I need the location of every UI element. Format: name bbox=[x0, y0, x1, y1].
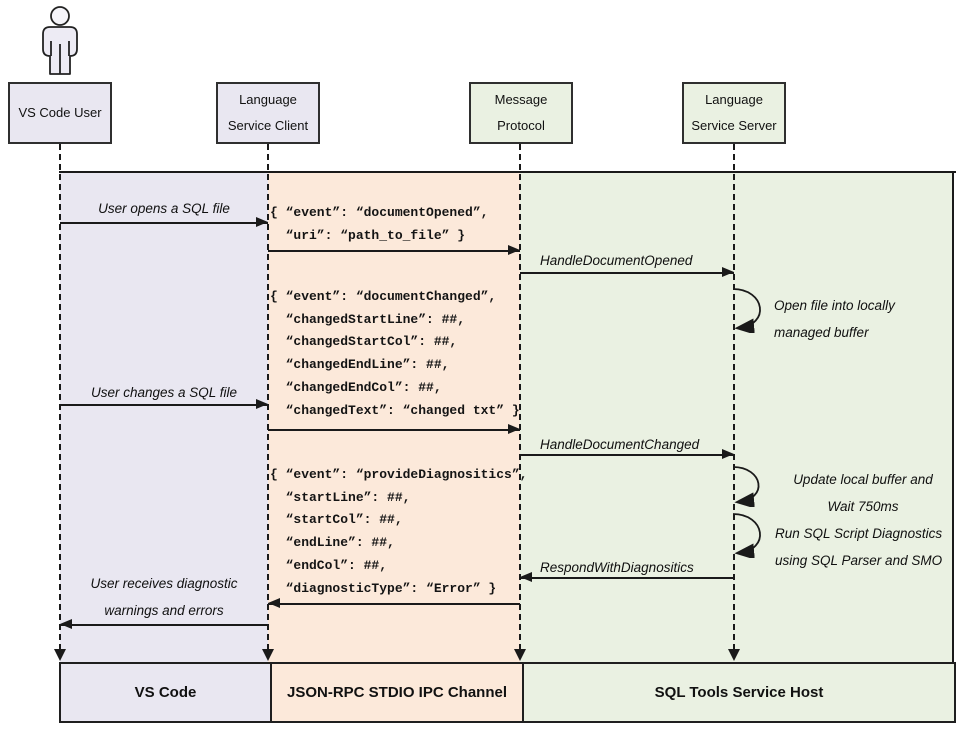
participant-language-service-client: Language Service Client bbox=[216, 82, 320, 144]
arrowhead-right-icon bbox=[722, 449, 734, 459]
payload-document-opened: { “event”: “documentOpened”, “uri”: “pat… bbox=[270, 205, 489, 243]
arrowhead-left-icon bbox=[60, 619, 72, 629]
lifeline-end-arrow-icon bbox=[514, 649, 526, 661]
lane-ipc-channel bbox=[268, 172, 520, 662]
self-loop-update-buffer bbox=[732, 466, 760, 507]
arrow-client-to-protocol-change bbox=[268, 424, 520, 434]
participant-message-protocol: Message Protocol bbox=[469, 82, 573, 144]
lifeline-end-arrow-icon bbox=[728, 649, 740, 661]
message-label-user-opens-file: User opens a SQL file bbox=[98, 201, 230, 216]
activity-label-run-diagnostics: Run SQL Script Diagnostics using SQL Par… bbox=[775, 526, 943, 568]
arrowhead-right-icon bbox=[256, 399, 268, 409]
arrowhead-left-icon bbox=[520, 572, 532, 582]
arrowhead-right-icon bbox=[722, 267, 734, 277]
lifeline-end-arrow-icon bbox=[262, 649, 274, 661]
payload-document-changed: { “event”: “documentChanged”, “changedSt… bbox=[270, 289, 520, 418]
arrow-protocol-to-server-open bbox=[520, 267, 734, 277]
footer-service-host: SQL Tools Service Host bbox=[524, 664, 954, 721]
participant-label: Language Service Server bbox=[691, 92, 777, 133]
lane-vscode bbox=[60, 172, 268, 662]
message-label-user-changes-file: User changes a SQL file bbox=[90, 385, 238, 400]
participant-label: Language Service Client bbox=[227, 92, 309, 133]
footer-label: JSON-RPC STDIO IPC Channel bbox=[286, 684, 508, 701]
lifeline-service-server bbox=[733, 144, 735, 650]
participant-language-service-server: Language Service Server bbox=[682, 82, 786, 144]
lane-top-border bbox=[59, 171, 956, 173]
footer-label: SQL Tools Service Host bbox=[654, 684, 824, 701]
participant-label: Message Protocol bbox=[494, 92, 548, 133]
arrowhead-right-icon bbox=[256, 217, 268, 227]
arrow-server-to-protocol-respond bbox=[520, 572, 734, 582]
user-actor-icon bbox=[42, 6, 78, 75]
footer-row: VS Code JSON-RPC STDIO IPC Channel SQL T… bbox=[59, 662, 956, 723]
participant-vscode-user: VS Code User bbox=[8, 82, 112, 144]
footer-divider bbox=[522, 664, 524, 721]
activity-label-update-buffer: Update local buffer and Wait 750ms bbox=[793, 472, 933, 514]
participant-label: VS Code User bbox=[18, 105, 102, 120]
footer-divider bbox=[270, 664, 272, 721]
footer-vscode: VS Code bbox=[61, 664, 270, 721]
lane-service-host bbox=[520, 172, 954, 662]
lifeline-end-arrow-icon bbox=[54, 649, 66, 661]
arrow-client-to-user-respond bbox=[60, 619, 268, 629]
self-loop-open-buffer bbox=[732, 288, 761, 333]
arrowhead-right-icon bbox=[508, 424, 520, 434]
footer-ipc-channel: JSON-RPC STDIO IPC Channel bbox=[272, 664, 522, 721]
lifeline-vscode-user bbox=[59, 144, 61, 650]
arrowhead-right-icon bbox=[508, 245, 520, 255]
arrow-user-to-client-open bbox=[60, 217, 268, 227]
lifeline-message-protocol bbox=[519, 144, 521, 650]
arrow-client-to-protocol-open bbox=[268, 245, 520, 255]
arrow-protocol-to-server-change bbox=[520, 449, 734, 459]
self-loop-run-diagnostics bbox=[732, 513, 761, 558]
message-label-respond-with-diagnostics: RespondWithDiagnositics bbox=[540, 560, 694, 575]
lifeline-service-client bbox=[267, 144, 269, 650]
activity-label-open-buffer: Open file into locally managed buffer bbox=[774, 298, 895, 340]
message-label-handle-document-opened: HandleDocumentOpened bbox=[540, 253, 693, 268]
footer-label: VS Code bbox=[134, 684, 197, 701]
lane-right-border bbox=[952, 171, 954, 664]
message-label-handle-document-changed: HandleDocumentChanged bbox=[540, 437, 700, 452]
arrow-user-to-client-change bbox=[60, 399, 268, 409]
arrowhead-left-icon bbox=[268, 598, 280, 608]
message-label-user-receives-diagnostics: User receives diagnostic warnings and er… bbox=[90, 576, 238, 618]
arrow-protocol-to-client-respond bbox=[268, 598, 520, 608]
payload-provide-diagnostics: { “event”: “provideDiagnositics”, “start… bbox=[270, 467, 528, 596]
